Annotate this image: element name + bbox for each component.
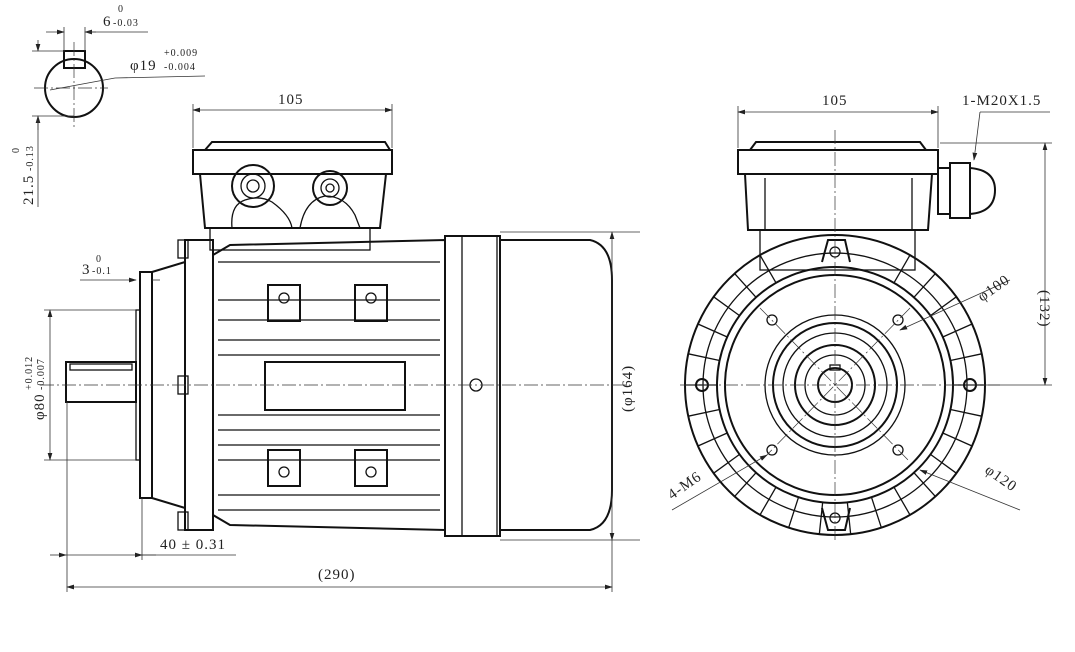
cooling-fins	[218, 261, 440, 511]
fin-line	[893, 486, 911, 516]
pcd-inner-label: φ100	[975, 272, 1013, 305]
fin-line	[913, 273, 936, 298]
shaft	[65, 361, 137, 403]
nameplate	[264, 361, 406, 411]
front-fins	[685, 254, 985, 535]
fin-line	[913, 472, 936, 497]
fin-line	[788, 497, 800, 528]
tapped-holes-label: 4-M6	[665, 469, 705, 504]
front-terminal-box-lid	[737, 149, 939, 175]
spigot-depth-label: 3	[82, 262, 91, 278]
spigot-dia-label: φ80	[32, 393, 48, 420]
fin-line	[713, 296, 740, 317]
spigot-depth-tol-lower: -0.1	[92, 266, 112, 277]
key-width-tol-upper: 0	[118, 4, 124, 15]
fin-line	[818, 502, 824, 535]
overall-length-label: (290)	[318, 567, 356, 583]
fin-line	[759, 254, 777, 284]
fin-line	[734, 273, 757, 298]
shaft-height-label: (132)	[1036, 290, 1052, 328]
fin-line	[893, 254, 911, 284]
terminal-box-lid	[192, 149, 393, 175]
front-terminal-box-body	[744, 173, 933, 231]
key-section	[63, 50, 86, 69]
spigot-dia-tol-lower: -0.007	[36, 358, 47, 390]
key-width-label: 6	[103, 14, 112, 30]
fin-line	[734, 472, 757, 497]
foot-lugs	[267, 284, 388, 487]
key-depth-tol-upper: 0	[11, 147, 22, 153]
cable-gland-1	[231, 164, 275, 208]
fan-cover-band	[444, 235, 501, 537]
shaft-key	[69, 363, 133, 371]
shaft-length-label: 40 ± 0.31	[160, 537, 226, 553]
fin-line	[870, 497, 882, 528]
fin-line	[950, 353, 982, 362]
fin-line	[942, 323, 973, 338]
fin-line	[688, 408, 720, 417]
spigot-depth-tol-upper: 0	[96, 254, 102, 265]
side-view: 105 (φ164)	[24, 92, 640, 592]
fin-line	[697, 323, 728, 338]
front-box-width-label: 105	[822, 93, 848, 109]
spigot-dia-tol-upper: +0.012	[24, 356, 35, 390]
fin-line	[950, 408, 982, 417]
pcd-outer-label: φ120	[982, 462, 1020, 495]
terminal-box-body	[199, 173, 387, 229]
fin-line	[697, 432, 728, 447]
fin-line	[930, 453, 957, 474]
fin-line	[942, 432, 973, 447]
key-depth-label: 21.5	[21, 175, 37, 205]
cable-gland-2	[312, 170, 348, 206]
cable-gland	[937, 162, 997, 219]
fin-line	[713, 453, 740, 474]
key-depth-tol-lower: -0.13	[25, 145, 36, 171]
key-width-tol-lower: -0.03	[113, 18, 139, 29]
shaft-dia-tol-lower: -0.004	[164, 62, 196, 73]
fin-line	[930, 296, 957, 317]
cable-gland-label: 1-M20X1.5	[962, 93, 1041, 109]
overall-diameter-label: (φ164)	[620, 365, 636, 412]
fin-line	[688, 353, 720, 362]
shaft-dia-tol-upper: +0.009	[164, 48, 198, 59]
front-view: 105 1-M20X1.5 (132) φ100 φ120 4-M6	[665, 93, 1052, 540]
fin-line	[846, 502, 852, 535]
shaft-section: 6 0 -0.03 φ19 +0.009 -0.004 21.5 0 -0.13	[11, 4, 206, 207]
fin-line	[759, 486, 777, 516]
shaft-dia-label: φ19	[130, 58, 157, 74]
tapped-holes	[766, 314, 904, 456]
side-box-width-label: 105	[278, 92, 304, 108]
